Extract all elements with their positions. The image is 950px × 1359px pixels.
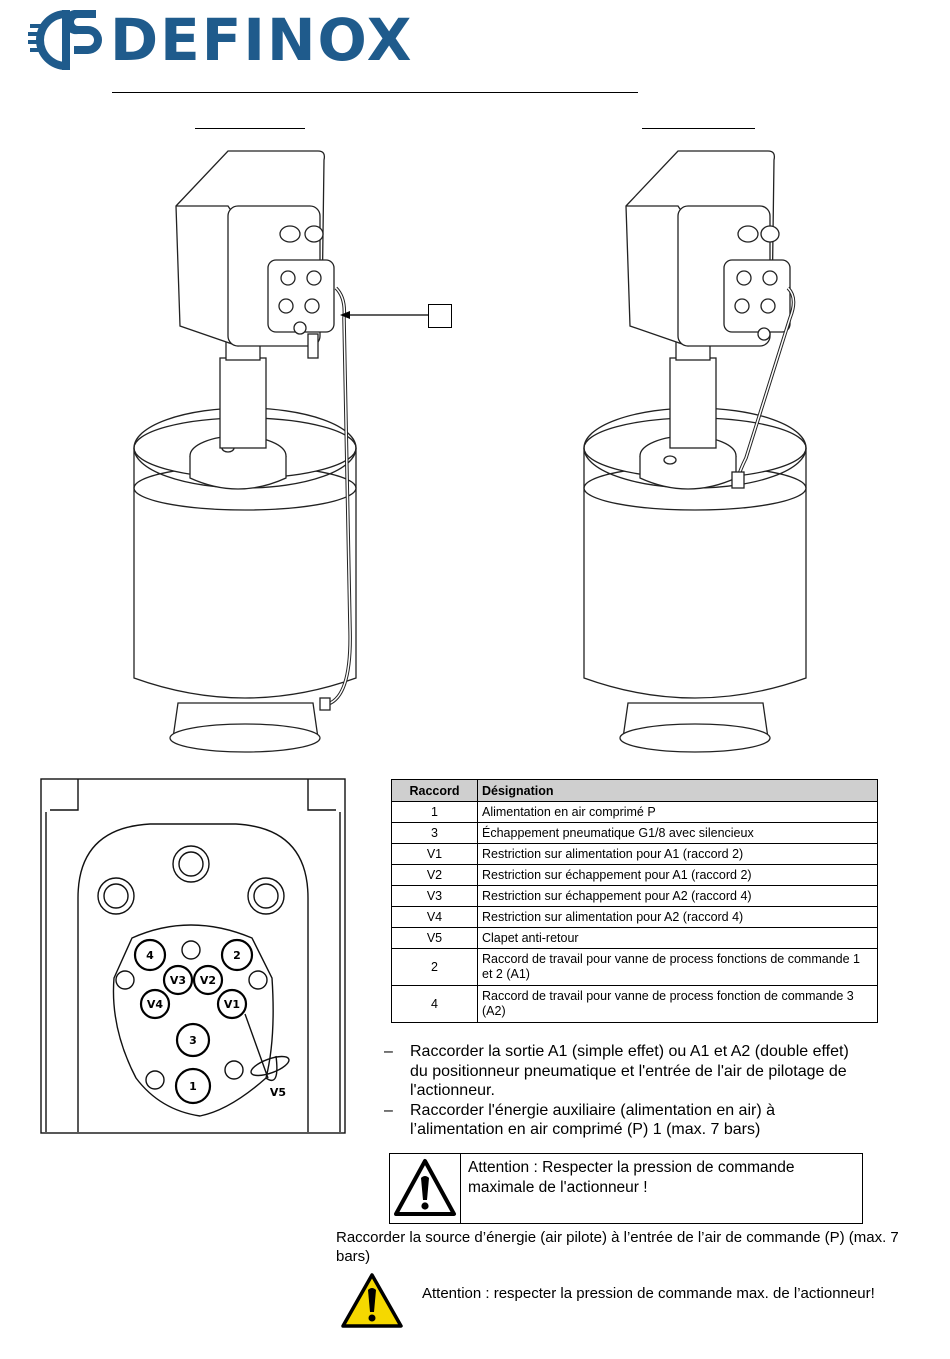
port-1-label: 1	[189, 1080, 197, 1093]
port-v2-label: V2	[200, 974, 216, 987]
port-layout-diagram: 4 2 V3 V2 V4 V1 3 1 V5	[40, 778, 346, 1134]
port-v5-label: V5	[270, 1086, 286, 1099]
list-item: – Raccorder la sortie A1 (simple effet) …	[384, 1042, 854, 1101]
actuator-illustration-single-acting	[133, 150, 357, 753]
port-4-label: 4	[146, 949, 154, 962]
port-2-label: 2	[233, 949, 241, 962]
callout-arrow	[340, 311, 428, 319]
warning-yellow-triangle-icon	[341, 1273, 403, 1328]
left-figure-title-rule	[195, 128, 305, 129]
callout-box	[428, 304, 452, 328]
row-description: Restriction sur alimentation pour A1 (ra…	[477, 843, 878, 865]
column-header-designation: Désignation	[477, 779, 878, 802]
row-code: V2	[391, 864, 478, 886]
definox-emblem-icon	[28, 10, 102, 70]
instruction-text: Raccorder l'énergie auxiliaire (alimenta…	[410, 1101, 776, 1139]
right-figure-title-rule	[642, 128, 755, 129]
port-v1-label: V1	[224, 998, 240, 1011]
row-description: Restriction sur alimentation pour A2 (ra…	[477, 906, 878, 928]
row-description: Échappement pneumatique G1/8 avec silenc…	[477, 822, 878, 844]
warning-box: Attention : Respecter la pression de com…	[389, 1153, 863, 1224]
bullet-dash: –	[384, 1101, 393, 1119]
instruction-paragraph: Raccorder la source d’énergie (air pilot…	[336, 1229, 899, 1265]
row-code: 1	[391, 801, 478, 823]
definox-logo: DEFINOX	[26, 6, 416, 72]
row-description: Restriction sur échappement pour A2 (rac…	[477, 885, 878, 907]
row-code: V5	[391, 927, 478, 949]
list-item: – Raccorder l'énergie auxiliaire (alimen…	[384, 1101, 854, 1140]
row-description: Raccord de travail pour vanne de process…	[477, 948, 878, 986]
column-header-raccord: Raccord	[391, 779, 478, 802]
row-code: V1	[391, 843, 478, 865]
row-code: 4	[391, 985, 478, 1023]
row-description: Restriction sur échappement pour A1 (rac…	[477, 864, 878, 886]
row-description: Clapet anti-retour	[477, 927, 878, 949]
warning-text-max-pressure: Attention : respecter la pression de com…	[422, 1285, 875, 1302]
bullet-dash: –	[384, 1043, 393, 1060]
port-3-label: 3	[189, 1034, 197, 1047]
port-v3-label: V3	[170, 974, 186, 987]
warning-text: Attention : Respecter la pression de com…	[468, 1159, 795, 1196]
table-header-row: Raccord Désignation	[391, 779, 878, 802]
row-description: Alimentation en air comprimé P	[477, 801, 878, 823]
brand-name: DEFINOX	[110, 6, 414, 74]
instruction-text: Raccorder la sortie A1 (simple effet) ou…	[410, 1043, 849, 1099]
row-code: 3	[391, 822, 478, 844]
port-v4-label: V4	[147, 998, 164, 1011]
warning-triangle-icon	[394, 1159, 456, 1216]
row-code: V3	[391, 885, 478, 907]
instruction-list: – Raccorder la sortie A1 (simple effet) …	[384, 1042, 854, 1140]
row-description: Raccord de travail pour vanne de process…	[477, 985, 878, 1023]
actuator-illustration-double-acting	[583, 150, 807, 753]
warning-icon-cell	[390, 1154, 461, 1223]
title-rule	[112, 92, 638, 93]
row-code: 2	[391, 948, 478, 986]
row-code: V4	[391, 906, 478, 928]
